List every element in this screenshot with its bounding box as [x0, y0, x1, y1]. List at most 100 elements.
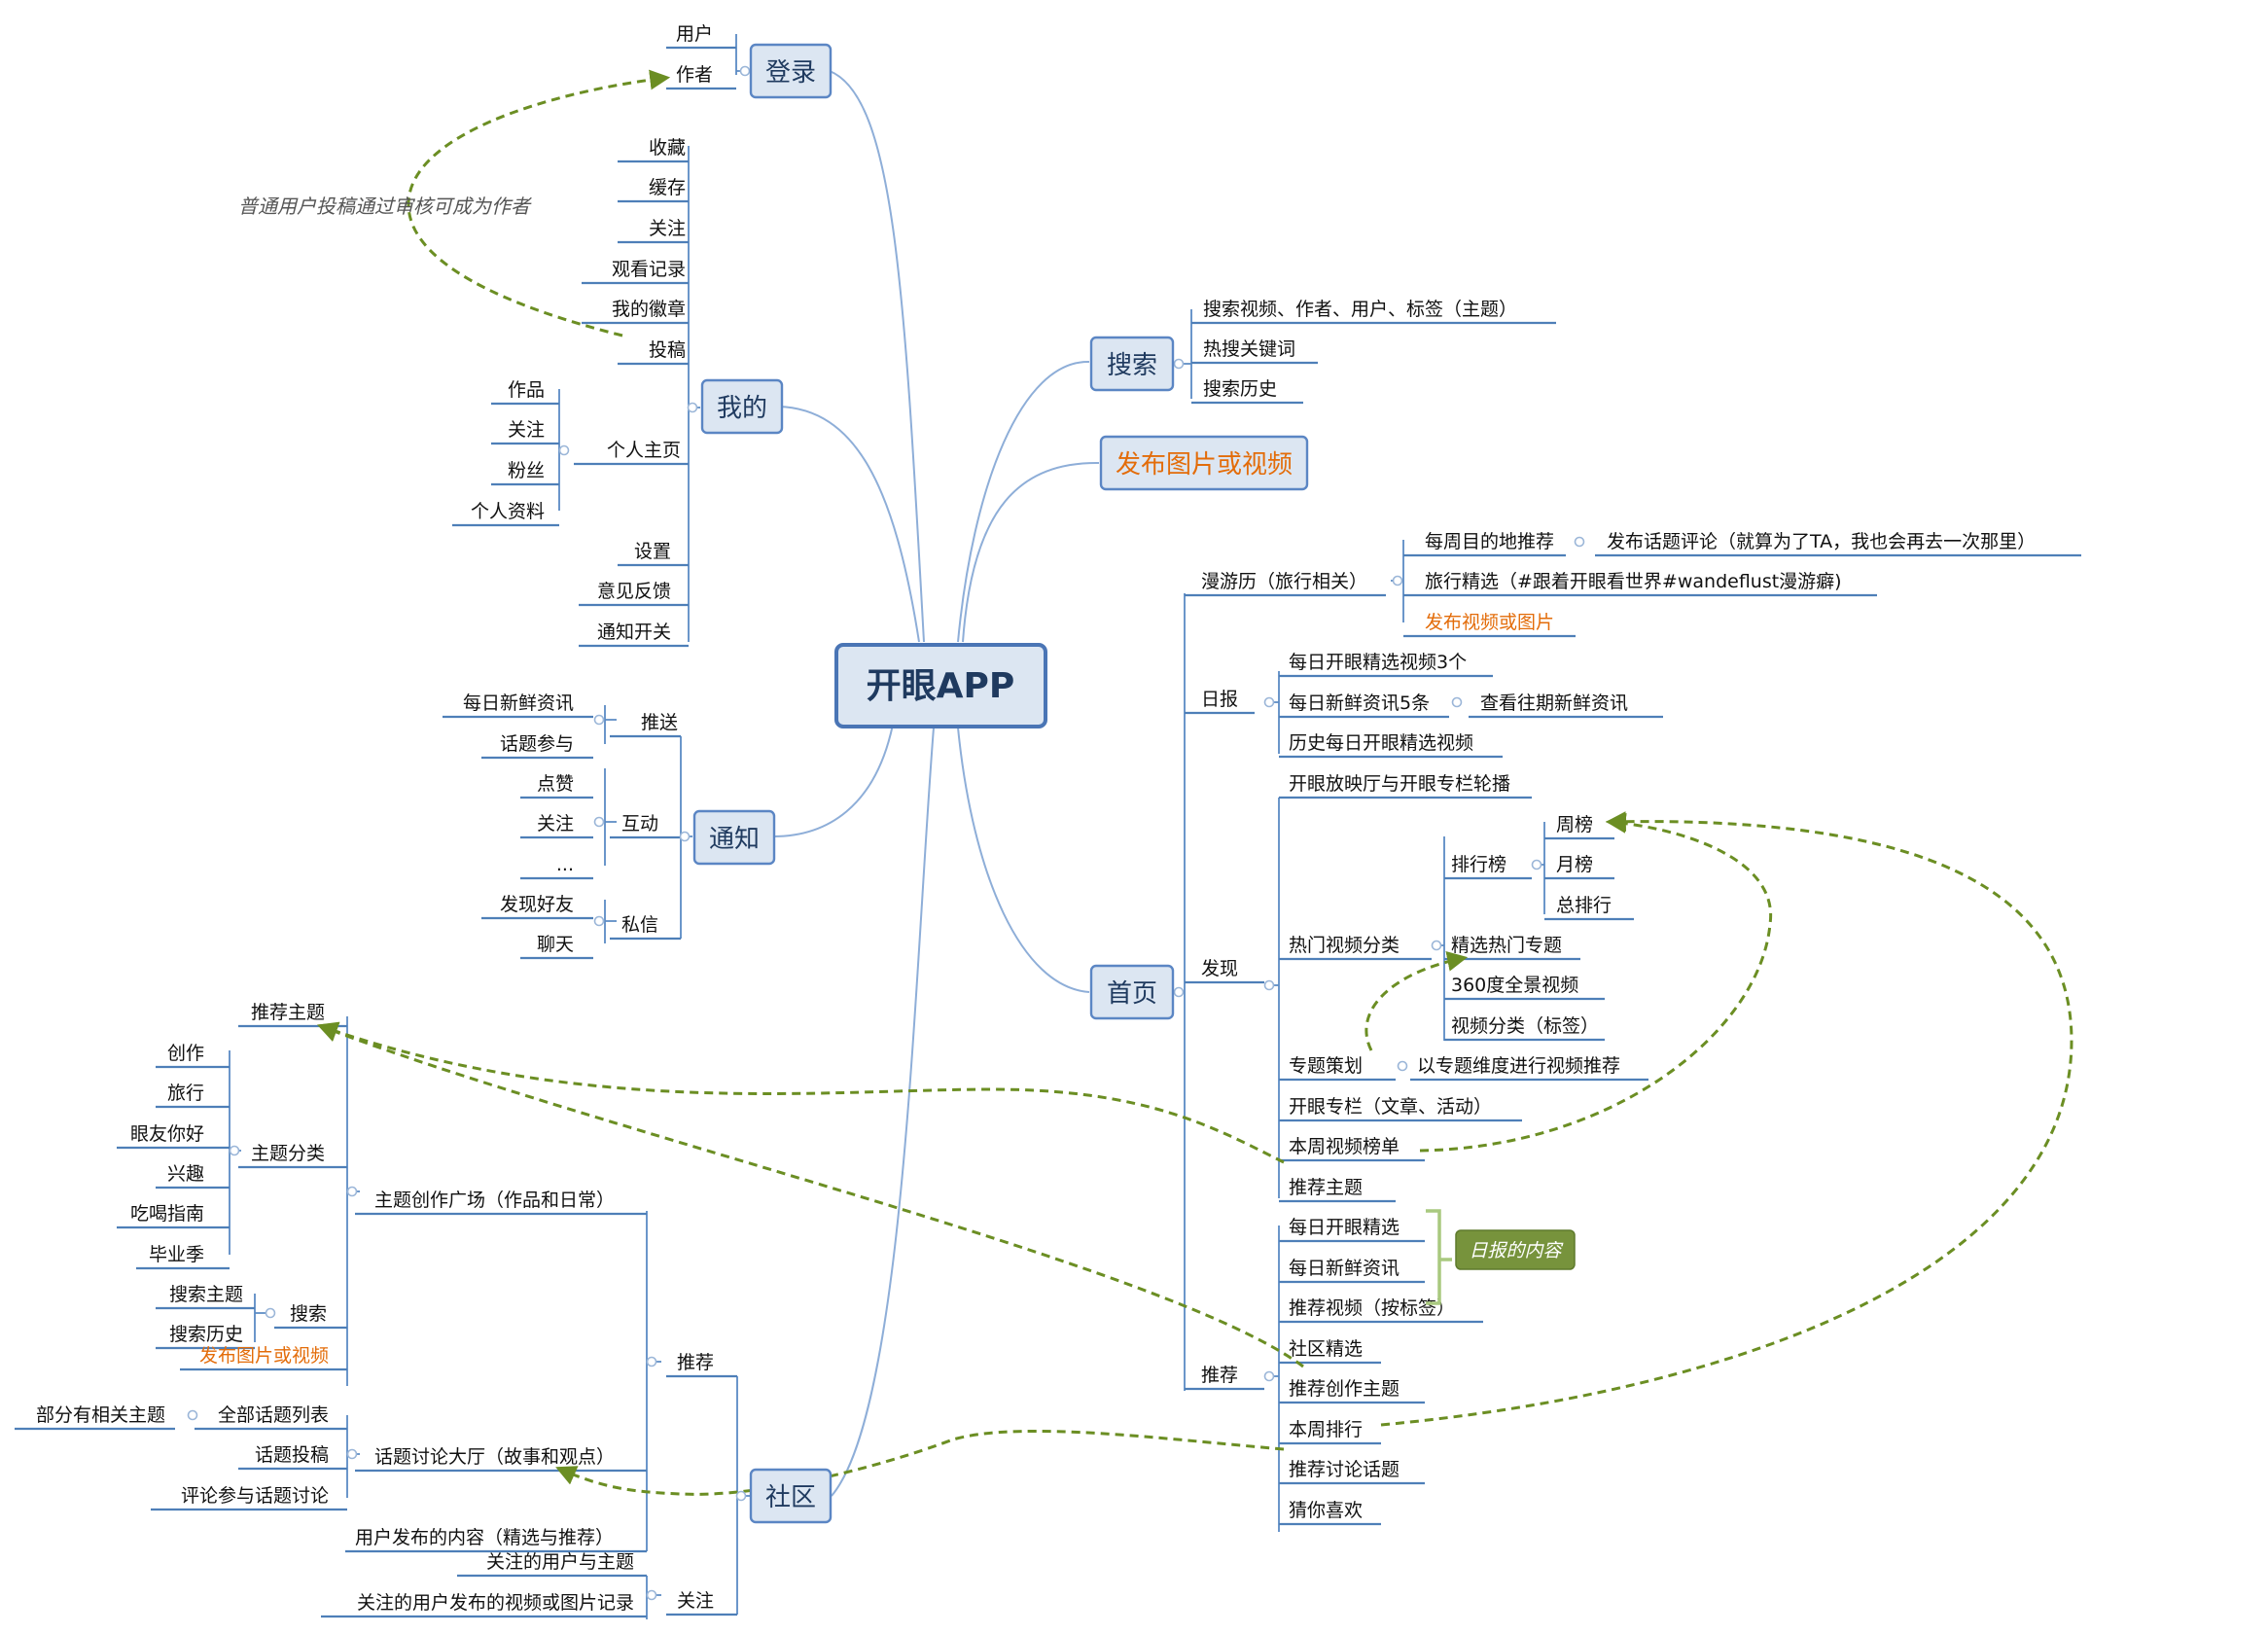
category-item: 毕业季: [149, 1244, 204, 1265]
mine-item: 通知开关: [597, 622, 671, 643]
plaza-search-item: 搜索主题: [169, 1284, 243, 1305]
login-author: 作者: [676, 64, 713, 86]
author-note: 普通用户投稿通过审核可成为作者: [238, 195, 532, 218]
center-node-label: 开眼APP: [867, 666, 1015, 706]
profile-item: 个人资料: [471, 501, 545, 522]
profile-item: 作品: [508, 379, 545, 401]
hall-comment: 评论参与话题讨论: [181, 1485, 329, 1507]
hall-label: 话题讨论大厅（故事和观点）: [374, 1446, 615, 1468]
user-content-label: 用户发布的内容（精选与推荐）: [355, 1527, 614, 1548]
branch-login-box[interactable]: 登录: [749, 43, 833, 99]
mine-children: 收藏 缓存 关注 观看记录 我的徽章 投稿 个人主页 作品 关注 粉丝 个人资料…: [471, 137, 686, 643]
discover-column: 开眼专栏（文章、活动）: [1289, 1096, 1492, 1118]
profile-item: 关注: [508, 419, 545, 441]
notify-dm-label: 私信: [621, 914, 658, 936]
center-connectors: [772, 70, 1100, 1497]
dm-item: 聊天: [537, 934, 574, 955]
plaza-search-item: 搜索历史: [169, 1324, 243, 1345]
discover-special-label: 专题策划: [1289, 1055, 1363, 1077]
search-item: 搜索视频、作者、用户、标签（主题）: [1203, 299, 1517, 320]
search-item: 搜索历史: [1203, 378, 1277, 400]
mine-item: 观看记录: [612, 259, 686, 280]
home-roam-label: 漫游历（旅行相关）: [1201, 571, 1367, 592]
category-item: 吃喝指南: [130, 1203, 204, 1225]
login-user: 用户: [676, 23, 713, 45]
daily-item: 每日新鲜资讯5条: [1289, 693, 1430, 714]
center-node[interactable]: 开眼APP: [834, 643, 1047, 728]
recommend-item: 猜你喜欢: [1289, 1500, 1363, 1521]
mine-item: 关注: [649, 218, 686, 239]
roam-publish: 发布视频或图片: [1425, 612, 1554, 633]
category-item: 眼友你好: [130, 1123, 204, 1145]
roam-pick: 旅行精选（#跟着开眼看世界#wandeflust漫游癖): [1425, 571, 1842, 592]
category-item: 兴趣: [167, 1163, 204, 1185]
hot-other: 360度全景视频: [1451, 975, 1578, 996]
roam-weekly-child: 发布话题评论（就算为了TA，我也会再去一次那里）: [1607, 531, 2036, 552]
recommend-item: 本周排行: [1289, 1419, 1363, 1440]
login-children: 用户 作者: [676, 23, 713, 86]
hall-all-topics: 全部话题列表: [218, 1404, 329, 1426]
mine-item: 意见反馈: [597, 581, 671, 602]
topic-category-label: 主题分类: [251, 1143, 325, 1164]
rank-item: 总排行: [1556, 895, 1612, 916]
hall-topic-post: 话题投稿: [255, 1444, 329, 1466]
discover-hot-label: 热门视频分类: [1289, 935, 1400, 956]
daily-item: 每日开眼精选视频3个: [1289, 652, 1467, 673]
home-discover-label: 发现: [1201, 958, 1238, 979]
category-item: 创作: [167, 1043, 204, 1064]
discover-week-list: 本周视频榜单: [1289, 1136, 1400, 1157]
recommend-item: 每日新鲜资讯: [1289, 1258, 1400, 1279]
branch-search-box[interactable]: 搜索: [1089, 336, 1175, 392]
push-item: 每日新鲜资讯: [463, 693, 574, 714]
interact-item: ...: [556, 854, 574, 875]
branch-mine-box[interactable]: 我的: [700, 378, 784, 435]
interact-item: 关注: [537, 813, 574, 835]
branch-search-label: 搜索: [1107, 351, 1157, 380]
plaza-publish: 发布图片或视频: [199, 1345, 329, 1367]
daily-past: 查看往期新鲜资讯: [1480, 693, 1628, 714]
daily-item: 历史每日开眼精选视频: [1289, 732, 1473, 754]
mine-item: 我的徽章: [612, 299, 686, 320]
branch-publish-label: 发布图片或视频: [1116, 450, 1293, 480]
branch-notify-box[interactable]: 通知: [692, 809, 776, 866]
hot-rank-label: 排行榜: [1451, 854, 1506, 875]
hot-other: 精选热门专题: [1451, 935, 1562, 956]
daily-content-tag: 日报的内容: [1455, 1229, 1576, 1270]
follow-item: 关注的用户发布的视频或图片记录: [357, 1592, 634, 1614]
home-children: 漫游历（旅行相关） 日报 发现 推荐 每周目的地推荐 发布话题评论（就算为了TA…: [1201, 531, 2036, 1521]
relationship-arrows: [317, 69, 2073, 1496]
home-daily-label: 日报: [1201, 689, 1238, 710]
mine-item: 收藏: [649, 137, 686, 159]
branch-community-box[interactable]: 社区: [749, 1468, 833, 1524]
search-children: 搜索视频、作者、用户、标签（主题） 热搜关键词 搜索历史: [1203, 299, 1517, 400]
roam-weekly: 每周目的地推荐: [1425, 531, 1554, 552]
branch-community-label: 社区: [765, 1483, 816, 1512]
branch-home-box[interactable]: 首页: [1089, 964, 1175, 1020]
community-recommend-label: 推荐: [677, 1352, 714, 1373]
dm-item: 发现好友: [500, 894, 574, 915]
branch-publish-box[interactable]: 发布图片或视频: [1099, 435, 1309, 491]
daily-content-bracket: [1426, 1209, 1452, 1305]
notify-interact-label: 互动: [621, 813, 658, 835]
branch-mine-label: 我的: [717, 394, 767, 423]
recommend-item: 推荐讨论话题: [1289, 1459, 1400, 1480]
mine-profile-label: 个人主页: [607, 440, 681, 461]
discover-special-child: 以专题维度进行视频推荐: [1417, 1055, 1620, 1077]
branch-login-label: 登录: [765, 58, 816, 88]
community-follow-label: 关注: [677, 1590, 714, 1612]
mine-item: 缓存: [649, 177, 686, 198]
home-recommend-label: 推荐: [1201, 1365, 1238, 1386]
follow-item: 关注的用户与主题: [486, 1551, 634, 1573]
discover-rec-topic: 推荐主题: [1289, 1177, 1363, 1198]
notify-children: 推送 互动 私信 每日新鲜资讯 话题参与 点赞 关注 ... 发现好友 聊天: [463, 693, 678, 955]
recommend-item: 社区精选: [1289, 1338, 1363, 1360]
interact-item: 点赞: [537, 773, 574, 795]
node-underlines: [15, 46, 2081, 1618]
mine-item: 投稿: [649, 339, 686, 361]
discover-cinema: 开眼放映厅与开眼专栏轮播: [1289, 773, 1510, 795]
branch-home-label: 首页: [1107, 979, 1157, 1009]
plaza-search-label: 搜索: [290, 1303, 327, 1325]
hot-other: 视频分类（标签）: [1451, 1015, 1599, 1037]
recommend-item: 推荐视频（按标签）: [1289, 1297, 1455, 1319]
